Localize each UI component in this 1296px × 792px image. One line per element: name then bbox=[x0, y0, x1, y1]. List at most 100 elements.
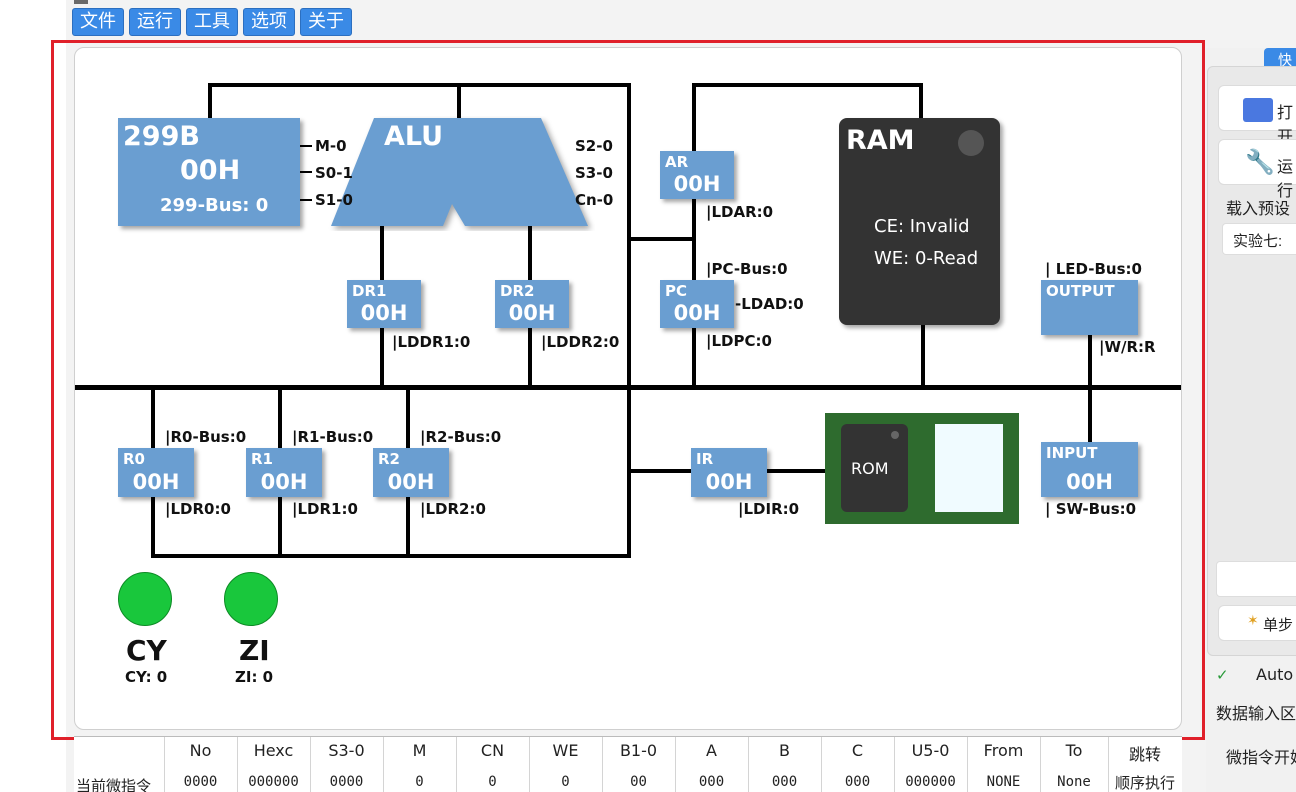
cell-we: 0 bbox=[561, 774, 570, 790]
header-hexc: Hexc bbox=[253, 741, 294, 760]
cell-jump: 顺序执行 bbox=[1114, 774, 1175, 792]
rom-board: ROM bbox=[825, 413, 1019, 524]
wire-ram-top bbox=[919, 83, 923, 119]
reg-dr1-value: 00H bbox=[360, 301, 408, 325]
wire-ir bbox=[627, 469, 693, 473]
blank-field[interactable] bbox=[1216, 561, 1296, 597]
header-m: M bbox=[412, 741, 427, 760]
reg-dr1: DR1 00H bbox=[347, 280, 421, 328]
top-wire-left bbox=[208, 83, 631, 87]
wire-right-vertical bbox=[627, 83, 631, 558]
wire-299-down bbox=[208, 83, 212, 119]
ram-chip: RAM CE: Invalid WE: 0-Read bbox=[839, 118, 1000, 325]
reg-r1-name: R1 bbox=[251, 450, 273, 468]
reg-ir-name: IR bbox=[696, 450, 714, 468]
alu-s2: S2-0 bbox=[575, 137, 613, 155]
micro-instruction-table: No Hexc S3-0 M CN WE B1-0 A B C U5-0 Fro… bbox=[74, 736, 1182, 792]
menu-options[interactable]: 选项 bbox=[243, 8, 295, 36]
ram-we: WE: 0-Read bbox=[874, 248, 979, 269]
r1-bus: |R1-Bus:0 bbox=[292, 428, 374, 446]
reg-output-name: OUTPUT bbox=[1046, 282, 1115, 300]
reg-r2-name: R2 bbox=[378, 450, 400, 468]
dr1-ld: |LDDR1:0 bbox=[392, 333, 471, 351]
alu-shape bbox=[331, 118, 588, 226]
reg-output: OUTPUT bbox=[1041, 280, 1138, 335]
cell-b: 000 bbox=[771, 774, 798, 790]
folder-icon bbox=[1243, 98, 1273, 122]
wire-input-bus bbox=[1088, 390, 1092, 442]
output-wr: |W/R:R bbox=[1099, 338, 1156, 356]
r1-ld: |LDR1:0 bbox=[292, 500, 358, 518]
check-icon[interactable]: ✓ bbox=[1216, 666, 1229, 684]
step-button[interactable]: ✶ 单步 bbox=[1218, 605, 1296, 641]
wire-ar-pc-left bbox=[692, 83, 696, 386]
step-button-label: 单步 bbox=[1263, 616, 1294, 634]
preset-select[interactable]: 实验七: bbox=[1222, 223, 1296, 255]
menu-bar: 文件 运行 工具 选项 关于 bbox=[72, 8, 352, 40]
output-bus: | LED-Bus:0 bbox=[1045, 260, 1142, 278]
open-button[interactable]: 打开 bbox=[1218, 85, 1296, 146]
r2-ld: |LDR2:0 bbox=[420, 500, 486, 518]
input-bus: | SW-Bus:0 bbox=[1045, 500, 1137, 518]
cell-u5-0: 000000 bbox=[905, 774, 956, 790]
reg-ar-name: AR bbox=[665, 153, 689, 171]
reg-dr2-value: 00H bbox=[508, 301, 556, 325]
pc-ldad: -LDAD:0 bbox=[735, 295, 804, 313]
reg-input-value: 00H bbox=[1066, 470, 1113, 494]
header-cn: CN bbox=[480, 741, 505, 760]
reg-ar-value: 00H bbox=[673, 172, 721, 196]
alu-m: M-0 bbox=[315, 137, 347, 155]
wire-bridge bbox=[627, 237, 696, 241]
rom-indicator-icon bbox=[891, 431, 899, 439]
run-button[interactable]: 🔧 运行 bbox=[1218, 139, 1296, 200]
cell-to: None bbox=[1057, 774, 1091, 790]
menu-tools[interactable]: 工具 bbox=[186, 8, 238, 36]
r0-ld: |LDR0:0 bbox=[165, 500, 231, 518]
reg-input-name: INPUT bbox=[1046, 444, 1098, 462]
circuit-canvas: 299B 00H 299-Bus: 0 ALU M-0 S0-1 S1-0 S2… bbox=[74, 47, 1182, 730]
cell-hexc: 000000 bbox=[248, 774, 299, 790]
zi-status: ZI: 0 bbox=[235, 668, 274, 686]
wire-ar-pc-top bbox=[692, 83, 923, 87]
rom-slot bbox=[935, 424, 1003, 512]
wire-alu-top bbox=[457, 83, 461, 119]
header-to: To bbox=[1065, 741, 1083, 760]
header-a: A bbox=[706, 741, 717, 760]
cy-lamp bbox=[118, 572, 172, 626]
ir-ld: |LDIR:0 bbox=[738, 500, 800, 518]
alu-cn: Cn-0 bbox=[575, 191, 614, 209]
header-no: No bbox=[189, 741, 212, 760]
header-c: C bbox=[851, 741, 864, 760]
reg-r2: R2 00H bbox=[373, 448, 449, 497]
auto-label[interactable]: Auto bbox=[1256, 665, 1294, 684]
header-u5-0: U5-0 bbox=[911, 741, 950, 760]
reg-r1-value: 00H bbox=[260, 470, 308, 494]
cell-c: 000 bbox=[844, 774, 871, 790]
alu-s1: S1-0 bbox=[315, 191, 353, 209]
menu-about[interactable]: 关于 bbox=[300, 8, 352, 36]
reg-input: INPUT 00H bbox=[1041, 442, 1138, 497]
alu-name: ALU bbox=[384, 121, 444, 152]
menu-file[interactable]: 文件 bbox=[72, 8, 124, 36]
wire-regs-bottom bbox=[151, 554, 631, 558]
pc-bus: |PC-Bus:0 bbox=[706, 260, 788, 278]
cell-s3-0: 0000 bbox=[329, 774, 364, 790]
right-panel: 快 打开 🔧 运行 载入预设 实验七: ✶ 单步 ✓ Auto 数据输入区 微指… bbox=[1206, 48, 1296, 792]
wrench-icon: 🔧 bbox=[1245, 148, 1275, 176]
reg-r0-value: 00H bbox=[132, 470, 180, 494]
cell-cn: 0 bbox=[488, 774, 497, 790]
menu-run[interactable]: 运行 bbox=[129, 8, 181, 36]
zi-name: ZI bbox=[239, 634, 270, 667]
reg-ar: AR 00H bbox=[660, 151, 734, 199]
micro-start-label: 微指令开始 bbox=[1226, 748, 1296, 767]
cy-name: CY bbox=[126, 634, 167, 667]
rom-label: ROM bbox=[851, 459, 889, 478]
alu-s3: S3-0 bbox=[575, 164, 613, 182]
title-fragment bbox=[74, 0, 88, 4]
wire-output-bus bbox=[1088, 335, 1092, 386]
ram-ce: CE: Invalid bbox=[874, 216, 970, 237]
header-b1-0: B1-0 bbox=[619, 741, 658, 760]
cell-no: 0000 bbox=[183, 774, 218, 790]
cell-m: 0 bbox=[415, 774, 424, 790]
reg-dr2: DR2 00H bbox=[495, 280, 569, 328]
